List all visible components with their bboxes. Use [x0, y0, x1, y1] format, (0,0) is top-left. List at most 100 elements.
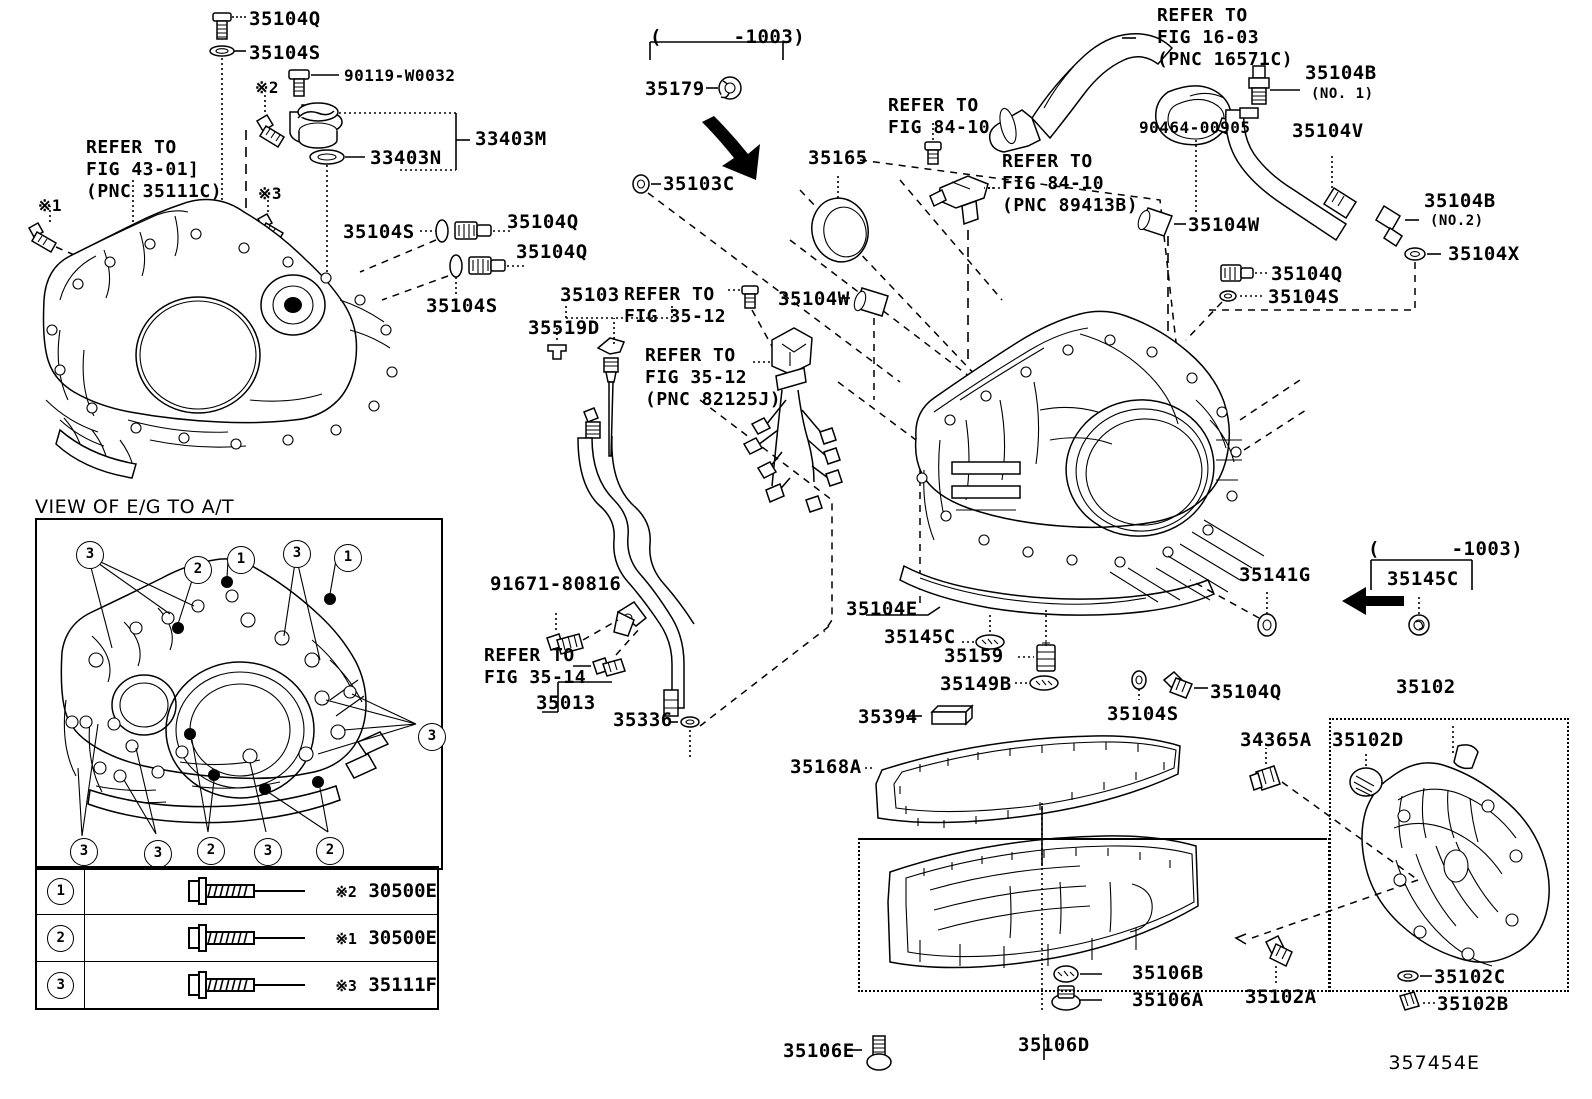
part-35179	[718, 76, 742, 100]
label-35103: 35103	[560, 284, 620, 306]
label-35102a: 35102A	[1245, 986, 1317, 1008]
label-35104q-a: 35104Q	[507, 211, 579, 233]
part-33403m	[289, 102, 343, 149]
label-35165: 35165	[808, 147, 868, 169]
label-91671-80816: 91671-80816	[490, 573, 622, 595]
label-35104q-b: 35104Q	[516, 241, 588, 263]
view-callout-3: 3	[76, 541, 104, 569]
label-asterisk-2: ※2	[255, 78, 280, 97]
legend-number-cell: 2	[35, 914, 86, 962]
bolt-35104q-d	[1162, 670, 1193, 699]
oil-pan-group-box	[858, 838, 1330, 992]
label-refer-fig-35-12-a: REFER TO FIG 35-12	[624, 284, 727, 327]
bolt-90119	[288, 69, 310, 97]
label-refer-fig-84-10-a: REFER TO FIG 84-10	[888, 95, 991, 138]
seal-35165	[811, 197, 869, 263]
label-35149b: 35149B	[940, 673, 1012, 695]
label-33403m: 33403M	[475, 128, 547, 150]
legend-row: 1 ※2 30500E	[35, 866, 439, 915]
dipstick-35103	[596, 337, 626, 457]
label-35179: 35179	[645, 78, 705, 100]
label-35104s-b: 35104S	[426, 295, 498, 317]
label-refer-fig-16-03: REFER TO FIG 16-03 (PNC 16571C)	[1157, 5, 1294, 70]
view-title: VIEW OF E/G TO A/T	[35, 496, 235, 518]
label-refer-fig-43-01: REFER TO FIG 43-01] (PNC 35111C)	[86, 137, 223, 202]
label-35159: 35159	[944, 645, 1004, 667]
label-35104q-c: 35104Q	[1271, 263, 1343, 285]
label-asterisk-3: ※3	[258, 184, 283, 203]
label-35102d: 35102D	[1332, 729, 1404, 751]
view-callout-3: 3	[283, 540, 311, 568]
label-asterisk-1: ※1	[38, 196, 63, 215]
label-refer-fig-35-14: REFER TO FIG 35-14	[484, 645, 587, 688]
view-callout-3: 3	[70, 838, 98, 866]
bolt-refer-3514	[592, 657, 626, 677]
bolt-refer-3512	[741, 285, 759, 309]
bolt-35106e	[866, 1035, 892, 1071]
bolt-35104q-c	[1220, 264, 1254, 282]
legend-part-label: ※3 35111F	[335, 974, 437, 996]
legend-row: 3 ※3 35111F	[35, 961, 439, 1010]
legend-part-label: ※1 30500E	[335, 927, 437, 949]
legend-part-label: ※2 30500E	[335, 880, 437, 902]
magnet-35159	[1036, 640, 1056, 672]
figure-id: 357454E	[1388, 1052, 1480, 1074]
view-callout-2: 2	[316, 837, 344, 865]
clip-35519d	[547, 344, 567, 360]
bolt-ast3	[256, 212, 285, 244]
bushing-35104w-a	[1137, 207, 1173, 237]
label-90464-00905: 90464-00905	[1139, 118, 1251, 137]
sensor-89413b	[929, 175, 989, 226]
view-callout-2: 2	[184, 556, 212, 584]
label-35106a: 35106A	[1132, 989, 1204, 1011]
label-90119-w0032: 90119-W0032	[344, 66, 456, 85]
label-35168a: 35168A	[790, 756, 862, 778]
label-range-1003-a: ( -1003)	[650, 26, 806, 48]
label-35104q-d: 35104Q	[1210, 681, 1282, 703]
legend-row: 2 ※1 30500E	[35, 914, 439, 962]
legend-part-cell: ※1 30500E	[84, 914, 439, 962]
bolt-35104q-top	[212, 12, 232, 40]
bushing-35104w-b	[853, 287, 889, 317]
label-35102: 35102	[1396, 676, 1456, 698]
bolt-ast1	[27, 221, 58, 254]
label-35336: 35336	[613, 709, 673, 731]
view-callout-3: 3	[418, 723, 446, 751]
bolt-35104q-b	[468, 256, 506, 275]
nut-35102b	[1399, 991, 1420, 1011]
label-35103c: 35103C	[663, 173, 735, 195]
label-range-1003-b: ( -1003)	[1368, 538, 1524, 560]
label-33403n: 33403N	[370, 147, 442, 169]
label-refer-fig-84-10-b: REFER TO FIG 84-10 (PNC 89413B)	[1002, 151, 1139, 216]
label-35104v: 35104V	[1292, 120, 1364, 142]
label-refer-fig-35-12-b: REFER TO FIG 35-12 (PNC 82125J)	[645, 345, 782, 410]
view-callout-3: 3	[144, 840, 172, 868]
legend-number-cell: 1	[35, 866, 86, 915]
gasket-35168a	[875, 735, 1181, 828]
legend-circled-number: 1	[47, 877, 75, 905]
label-35104b-no2: 35104B	[1424, 190, 1496, 212]
label-35013: 35013	[536, 692, 596, 714]
view-callout-1: 1	[227, 546, 255, 574]
label-35104b-no1-sub: (NO. 1)	[1311, 86, 1374, 102]
view-callout-2: 2	[197, 837, 225, 865]
tube-35013	[577, 407, 695, 717]
label-35104b-no1: 35104B	[1305, 62, 1377, 84]
label-35106d: 35106D	[1018, 1034, 1090, 1056]
bolt-ast2	[255, 113, 286, 149]
label-35104b-no2-sub: (NO.2)	[1430, 213, 1484, 229]
label-35145c-a: 35145C	[884, 626, 956, 648]
legend-circled-number: 3	[47, 971, 75, 999]
oil-pan-group-box-top	[858, 838, 1326, 840]
magnet-35394	[930, 704, 974, 726]
label-35145c-b: 35145C	[1387, 568, 1459, 590]
label-35102b: 35102B	[1437, 993, 1509, 1015]
label-35104x: 35104X	[1448, 243, 1520, 265]
label-35104w-a: 35104W	[1188, 214, 1260, 236]
label-34365a: 34365A	[1240, 729, 1312, 751]
plug-34365a	[1249, 765, 1281, 791]
label-35104w-b: 35104W	[778, 288, 850, 310]
label-35141g: 35141G	[1239, 564, 1311, 586]
label-35104s-a: 35104S	[343, 221, 415, 243]
